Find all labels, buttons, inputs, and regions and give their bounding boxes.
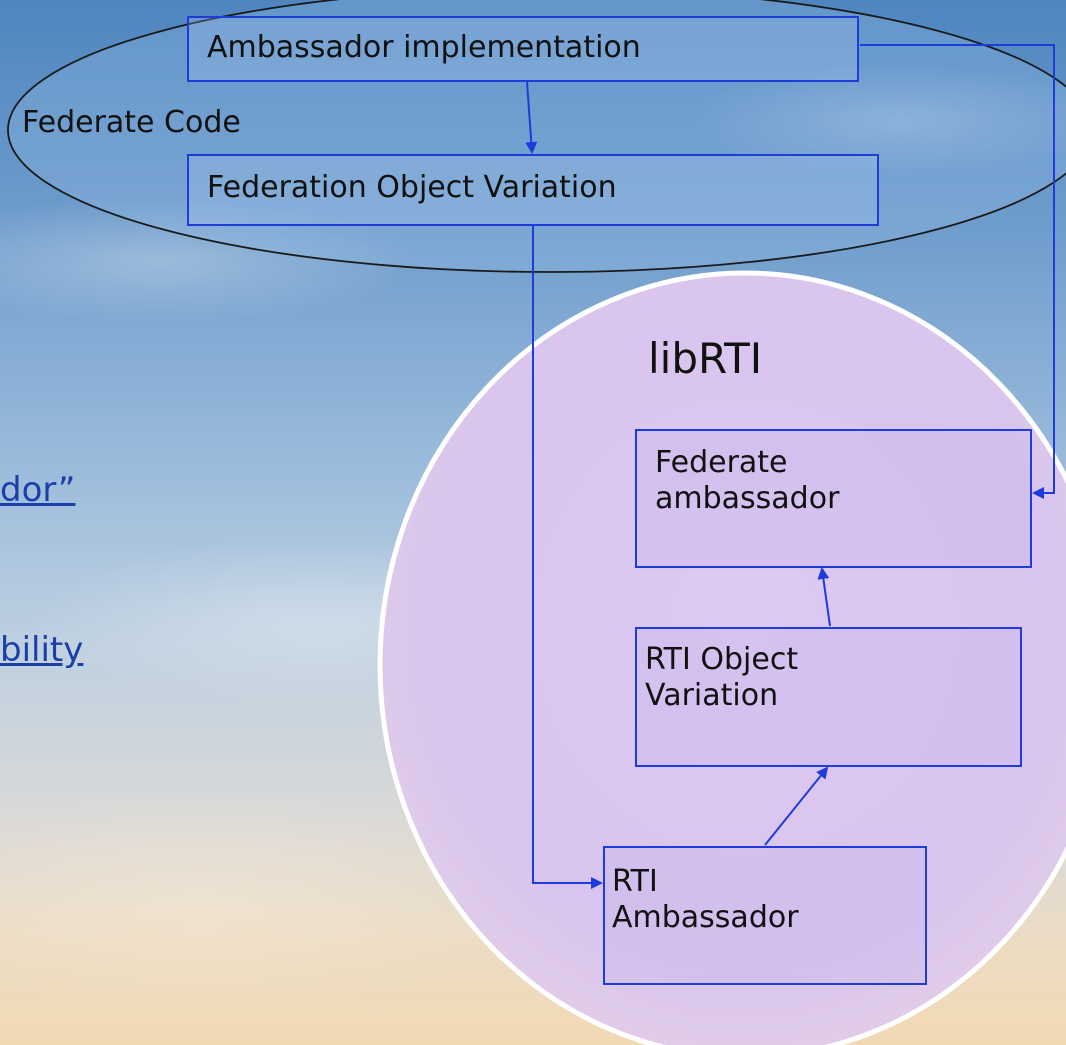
left-text-line1[interactable]: dor”: [0, 470, 76, 510]
rti-object-variation-label: RTI Object Variation: [645, 642, 799, 713]
arrow-rti-ambassador-to-rti-object-variation: [764, 766, 829, 846]
federation-object-variation-label: Federation Object Variation: [207, 170, 617, 205]
federation-object-variation-box: [187, 154, 879, 226]
rti-ambassador-box: [603, 846, 927, 985]
rti-object-variation-box: [635, 627, 1022, 767]
left-text-line2[interactable]: bility: [0, 630, 84, 670]
federate-ambassador-label: Federate ambassador: [655, 445, 840, 516]
rti-ambassador-label: RTI Ambassador: [612, 864, 799, 935]
ambassador-implementation-label: Ambassador implementation: [207, 30, 641, 65]
ambassador-implementation-box: [187, 16, 859, 82]
arrow-fov-to-rti-ambassador: [532, 225, 603, 889]
arrow-impl-to-federate-ambassador: [860, 44, 1055, 499]
arrow-rti-object-variation-to-federate-ambassador: [817, 567, 831, 627]
federate-code-label: Federate Code: [22, 105, 241, 140]
federate-ambassador-box: [635, 429, 1032, 568]
federate-code-ellipse: [7, 0, 1066, 273]
librti-label: libRTI: [648, 334, 763, 383]
arrow-impl-to-fov: [525, 81, 538, 154]
librti-circle: [377, 270, 1066, 1045]
